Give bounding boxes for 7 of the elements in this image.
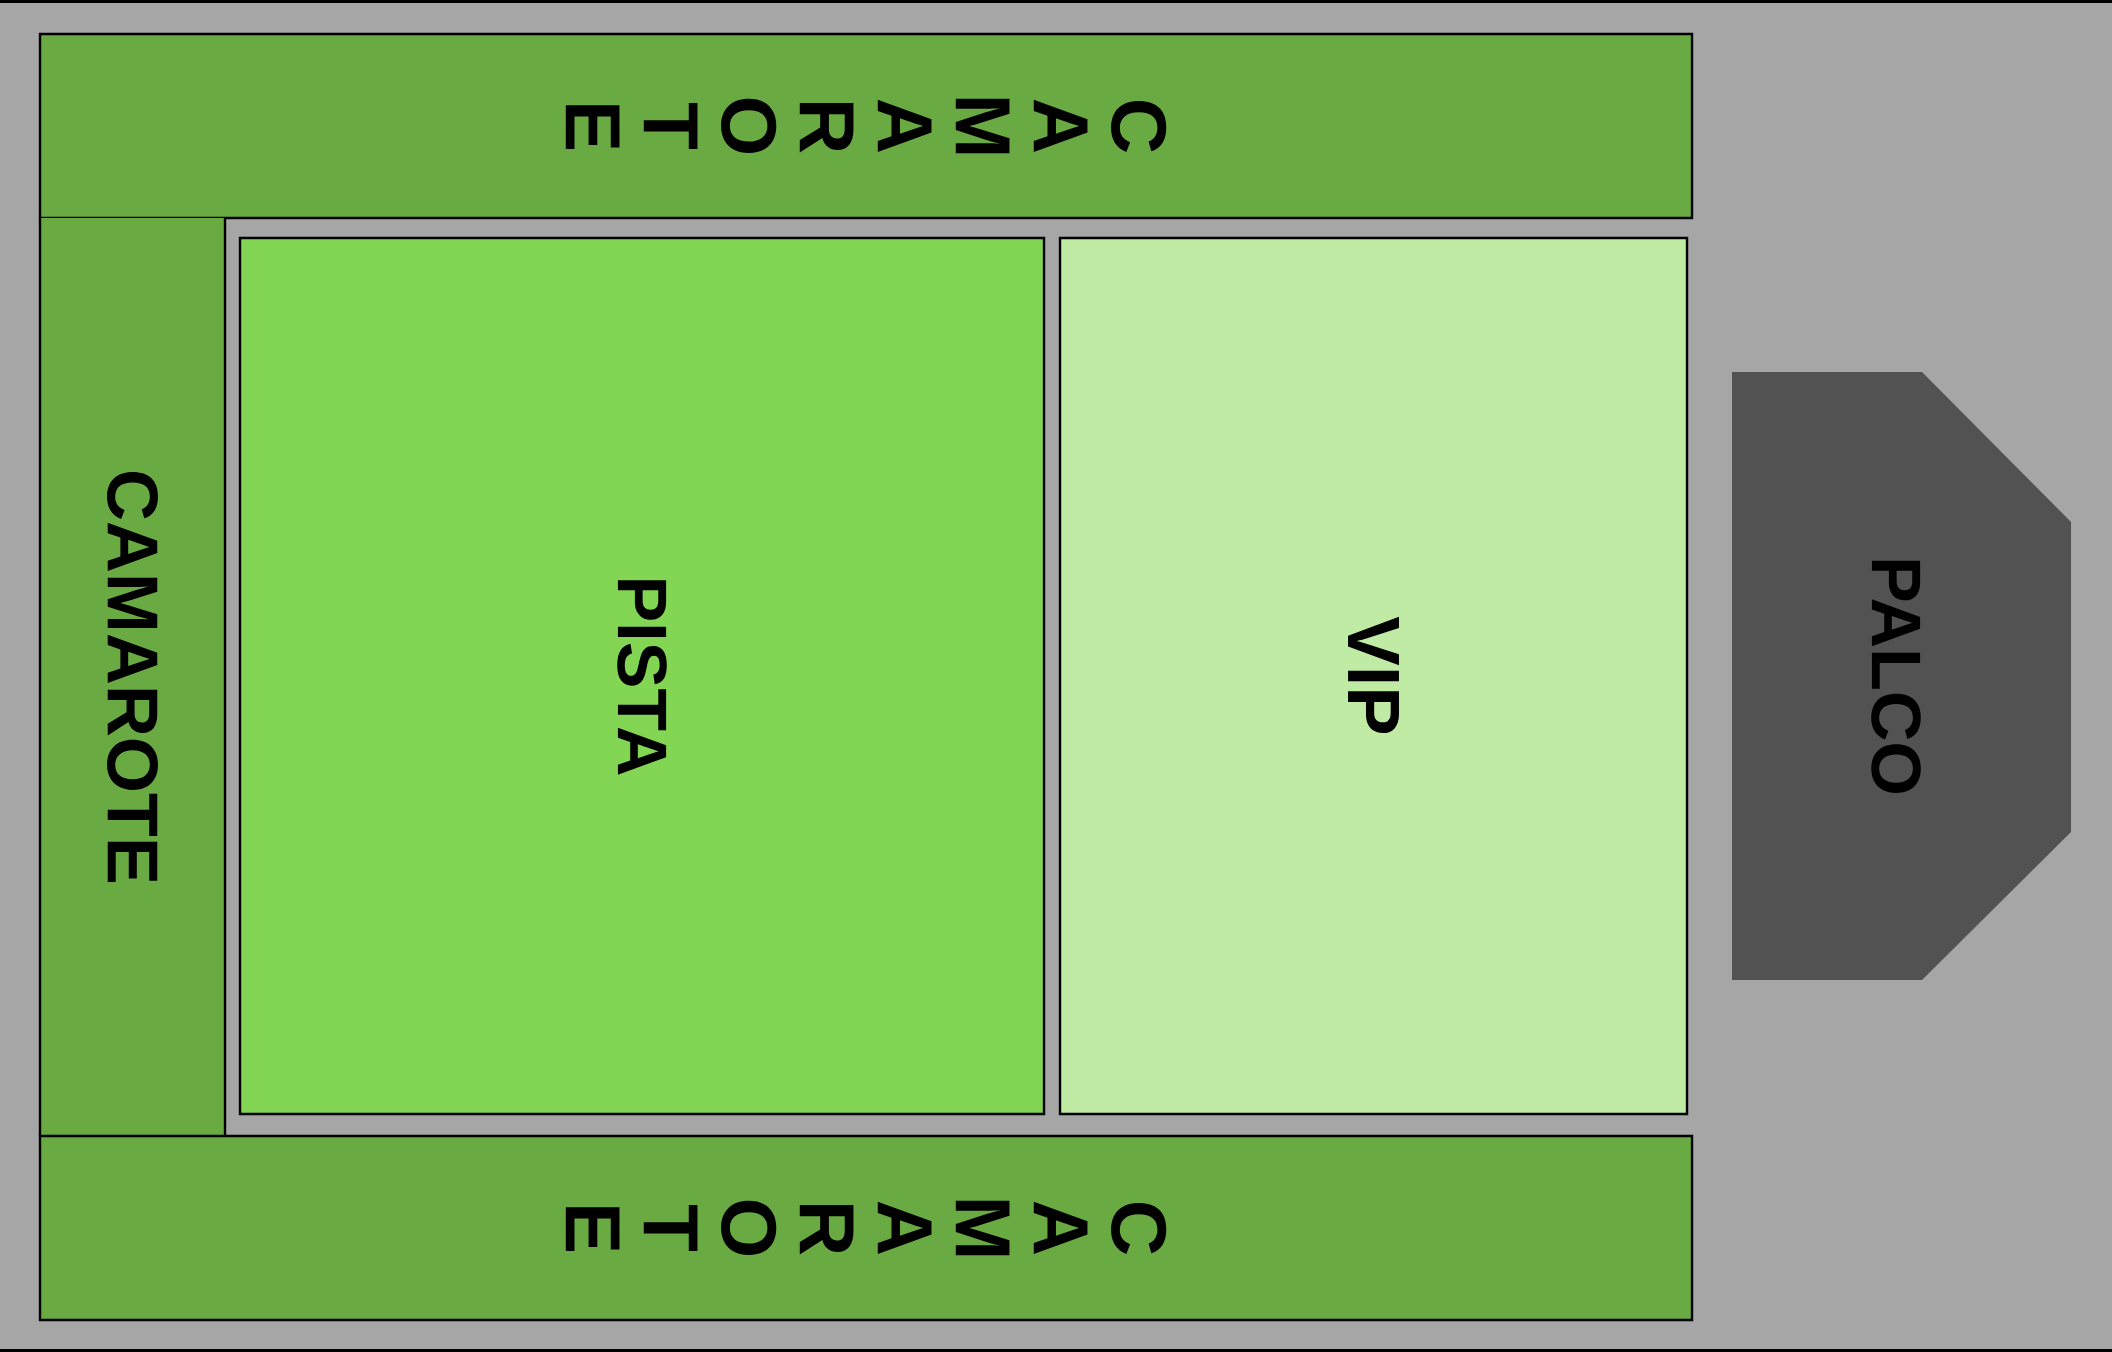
seating-area: C A M A R O T E xyxy=(38,32,1694,220)
node-label: CAMAROTE xyxy=(107,471,158,883)
stage: PALCO xyxy=(1732,371,2072,980)
seating-area: VIP xyxy=(1058,236,1689,1116)
seating-area: CAMAROTE xyxy=(38,218,227,1136)
seating-area: PISTA xyxy=(238,236,1046,1116)
seating-area: C A M A R O T E xyxy=(38,1134,1694,1322)
